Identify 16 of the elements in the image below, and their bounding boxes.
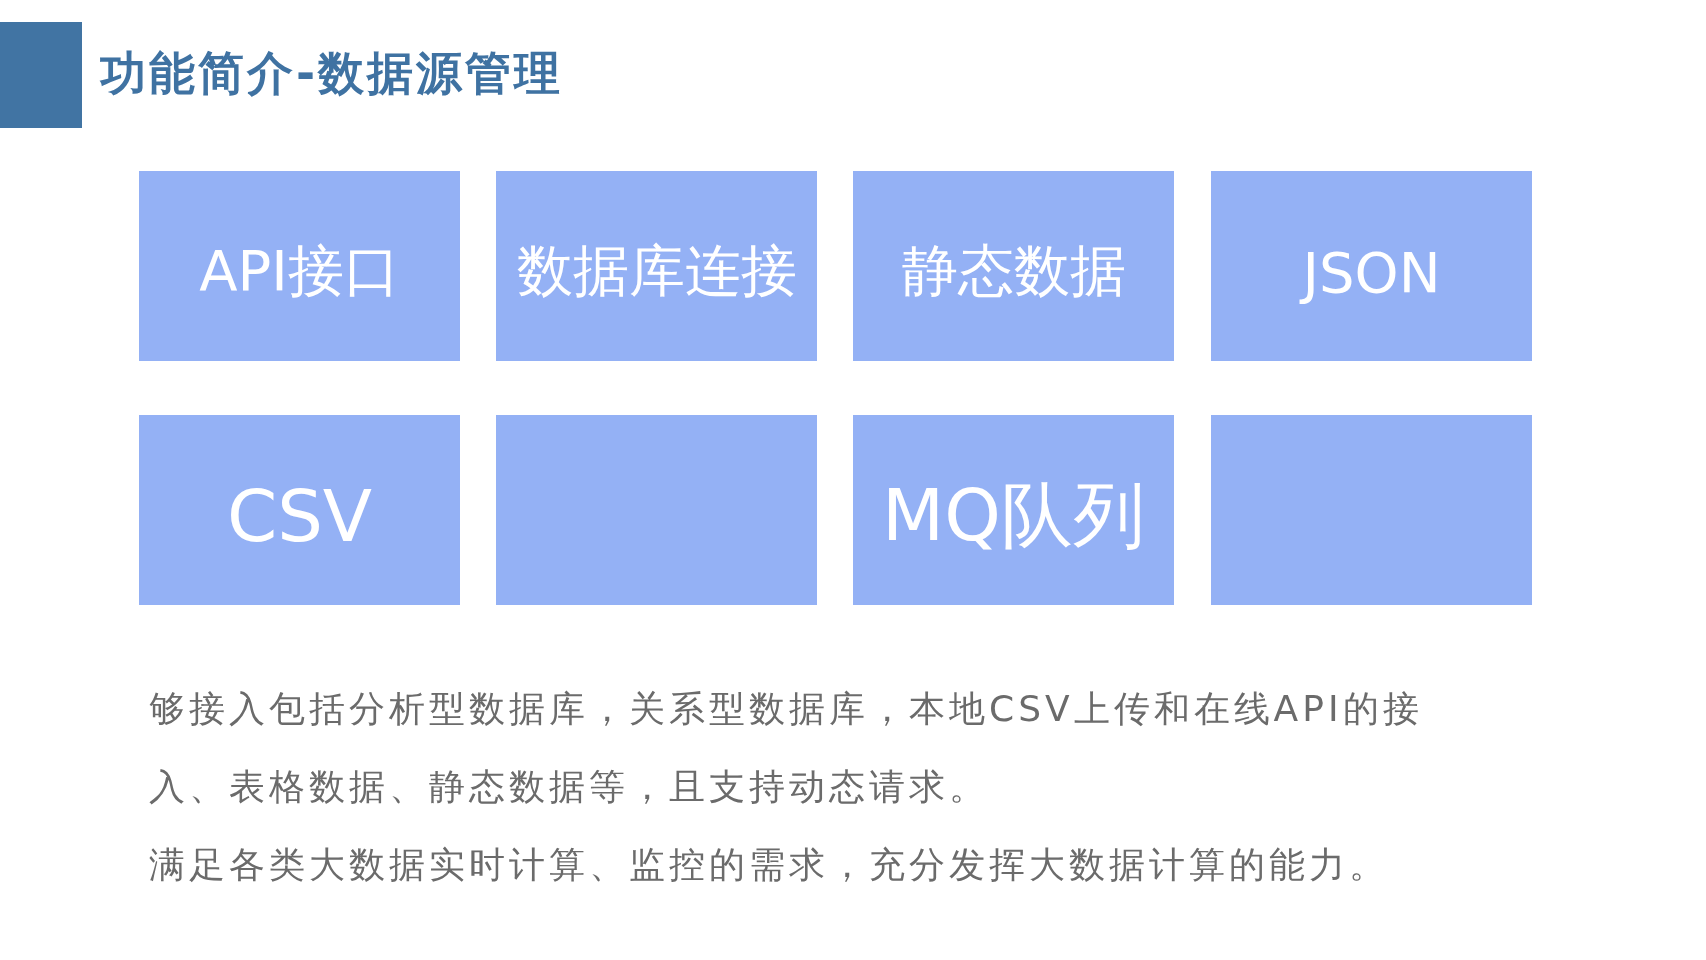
tile-label: MQ队列 [882, 472, 1145, 559]
source-tile [1211, 171, 1532, 361]
source-tile [1211, 415, 1532, 605]
source-tile [496, 171, 817, 361]
description-text: 满足各类大数据实时计算、监控的需求，充分发挥大数据计算的能力。 [149, 843, 1390, 887]
tile-label: 数据库连接 [516, 237, 797, 305]
source-tile [853, 415, 1174, 605]
tile-label: CSV [226, 474, 373, 558]
source-tile [853, 171, 1174, 361]
description-text: 够接入包括分析型数据库，关系型数据库，本地CSV上传和在线API的接入、表格数据、静态数据等，且支持动态请求。 [149, 687, 1424, 809]
source-tile [496, 415, 817, 605]
source-tile [139, 415, 460, 605]
source-tile [139, 171, 460, 361]
tile-label: API接口 [199, 237, 400, 305]
tile-label: 静态数据 [901, 237, 1126, 305]
slide-title: 功能简介-数据源管理 [100, 45, 564, 102]
